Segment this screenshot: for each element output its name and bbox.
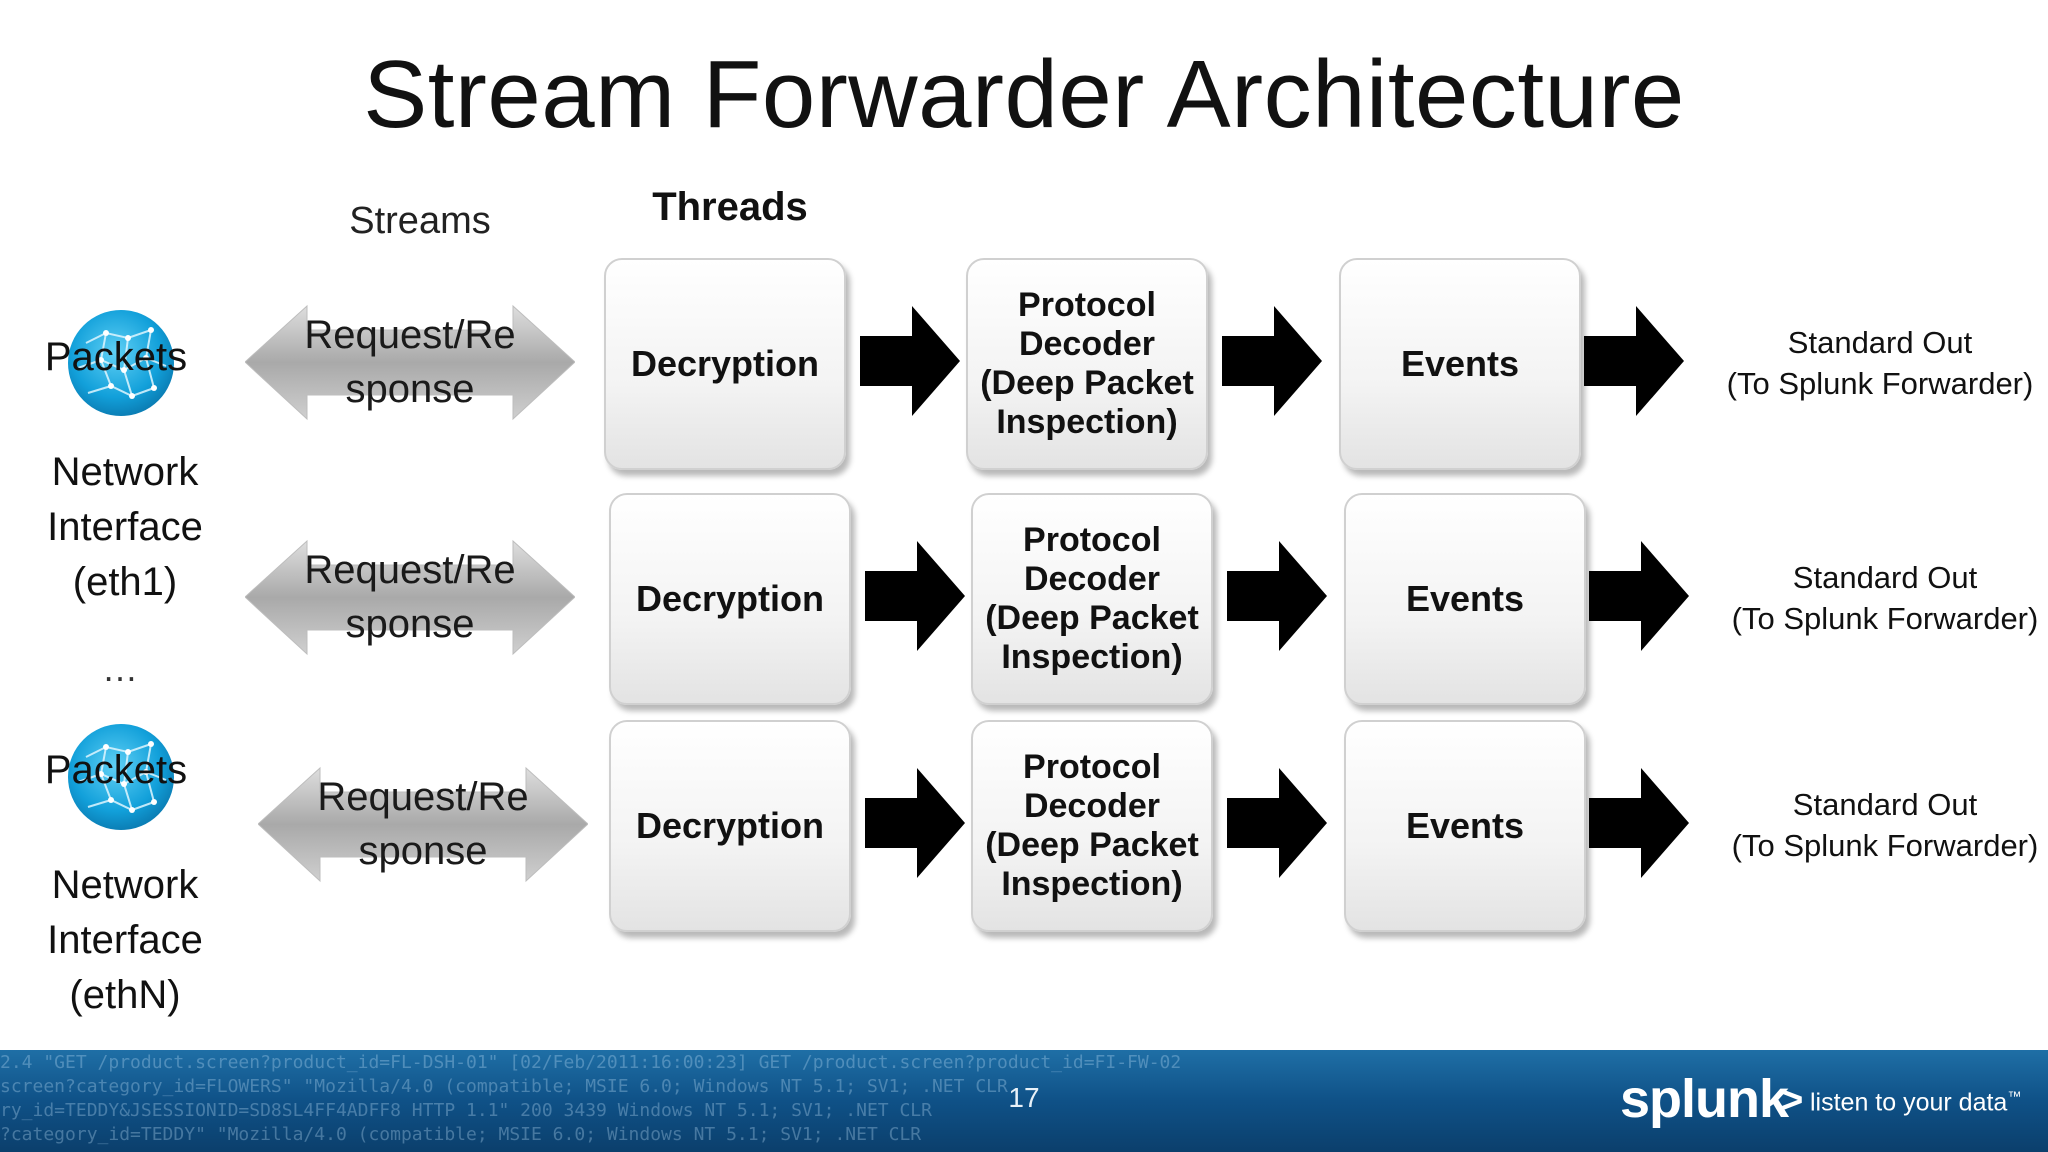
- protocol-decoder-box: Protocol Decoder (Deep Packet Inspection…: [966, 258, 1208, 470]
- protocol-decoder-label: Protocol Decoder (Deep Packet Inspection…: [985, 521, 1199, 676]
- threads-column-header: Threads: [652, 185, 808, 229]
- packets-label: Packets: [44, 335, 188, 379]
- network-interface-label: Network Interface (ethN): [20, 858, 230, 1023]
- protocol-decoder-box: Protocol Decoder (Deep Packet Inspection…: [971, 720, 1213, 932]
- decryption-label: Decryption: [635, 578, 825, 619]
- events-label: Events: [1405, 805, 1525, 846]
- right-arrow-icon: [1222, 306, 1322, 416]
- splunk-logo-wordmark: splunk: [1620, 1069, 1789, 1129]
- splunk-logo-chevron-icon: >: [1780, 1078, 1804, 1122]
- right-arrow-icon: [1227, 541, 1327, 651]
- splunk-tagline: listen to your data™: [1810, 1088, 2021, 1117]
- request-response-double-arrow-icon: [245, 539, 575, 656]
- request-response-double-arrow-icon: [258, 766, 588, 883]
- right-arrow-icon: [1227, 768, 1327, 878]
- log-line: ry_id=TEDDY&JSESSIONID=SD8SL4FF4ADFF8 HT…: [0, 1100, 932, 1121]
- request-response-label: Request/Re sponse: [245, 543, 575, 651]
- request-response-line-2: sponse: [345, 602, 475, 646]
- events-label: Events: [1400, 343, 1520, 384]
- protocol-decoder-label: Protocol Decoder (Deep Packet Inspection…: [985, 748, 1199, 903]
- network-interface-label: Network Interface (eth1): [20, 445, 230, 610]
- interface-line-1: Network: [51, 863, 199, 907]
- packets-globe-icon: [68, 310, 174, 416]
- decryption-label: Decryption: [630, 343, 820, 384]
- packets-globe-icon: [68, 724, 174, 830]
- streams-column-header: Streams: [349, 200, 491, 242]
- request-response-double-arrow-icon: [245, 304, 575, 421]
- interface-line-2: Interface: [47, 505, 203, 549]
- interface-line-1: Network: [51, 450, 199, 494]
- interface-line-3: (ethN): [69, 973, 181, 1017]
- slide-title: Stream Forwarder Architecture: [363, 41, 1685, 148]
- request-response-line-2: sponse: [358, 829, 488, 873]
- events-box: Events: [1339, 258, 1581, 470]
- events-box: Events: [1344, 720, 1586, 932]
- request-response-line-1: Request/Re: [317, 775, 529, 819]
- standard-out-label: Standard Out (To Splunk Forwarder): [1726, 325, 2034, 401]
- log-line: screen?category_id=FLOWERS" "Mozilla/4.0…: [0, 1076, 1008, 1097]
- decryption-label: Decryption: [635, 805, 825, 846]
- ellipsis: …: [102, 648, 138, 689]
- page-number: 17: [1008, 1082, 1040, 1113]
- standard-out-label: Standard Out (To Splunk Forwarder): [1731, 560, 2039, 636]
- decryption-box: Decryption: [609, 493, 851, 705]
- decryption-box: Decryption: [609, 720, 851, 932]
- right-arrow-icon: [865, 541, 965, 651]
- request-response-label: Request/Re sponse: [245, 308, 575, 416]
- decryption-box: Decryption: [604, 258, 846, 470]
- events-label: Events: [1405, 578, 1525, 619]
- interface-line-3: (eth1): [72, 560, 178, 604]
- protocol-decoder-label: Protocol Decoder (Deep Packet Inspection…: [980, 286, 1194, 441]
- right-arrow-icon: [1584, 306, 1684, 416]
- right-arrow-icon: [860, 306, 960, 416]
- standard-out-label: Standard Out (To Splunk Forwarder): [1731, 787, 2039, 863]
- tagline-text: listen to your data: [1810, 1088, 2008, 1117]
- footer-banner: 2.4 "GET /product.screen?product_id=FL-D…: [0, 1050, 2048, 1152]
- log-line: 2.4 "GET /product.screen?product_id=FL-D…: [0, 1052, 1182, 1073]
- trademark-symbol: ™: [2007, 1088, 2022, 1104]
- log-line: ?category_id=TEDDY" "Mozilla/4.0 (compat…: [0, 1124, 922, 1145]
- right-arrow-icon: [865, 768, 965, 878]
- request-response-line-2: sponse: [345, 367, 475, 411]
- right-arrow-icon: [1589, 768, 1689, 878]
- request-response-line-1: Request/Re: [304, 548, 516, 592]
- events-box: Events: [1344, 493, 1586, 705]
- request-response-label: Request/Re sponse: [258, 770, 588, 878]
- interface-line-2: Interface: [47, 918, 203, 962]
- request-response-line-1: Request/Re: [304, 313, 516, 357]
- packets-label: Packets: [44, 748, 188, 792]
- protocol-decoder-box: Protocol Decoder (Deep Packet Inspection…: [971, 493, 1213, 705]
- right-arrow-icon: [1589, 541, 1689, 651]
